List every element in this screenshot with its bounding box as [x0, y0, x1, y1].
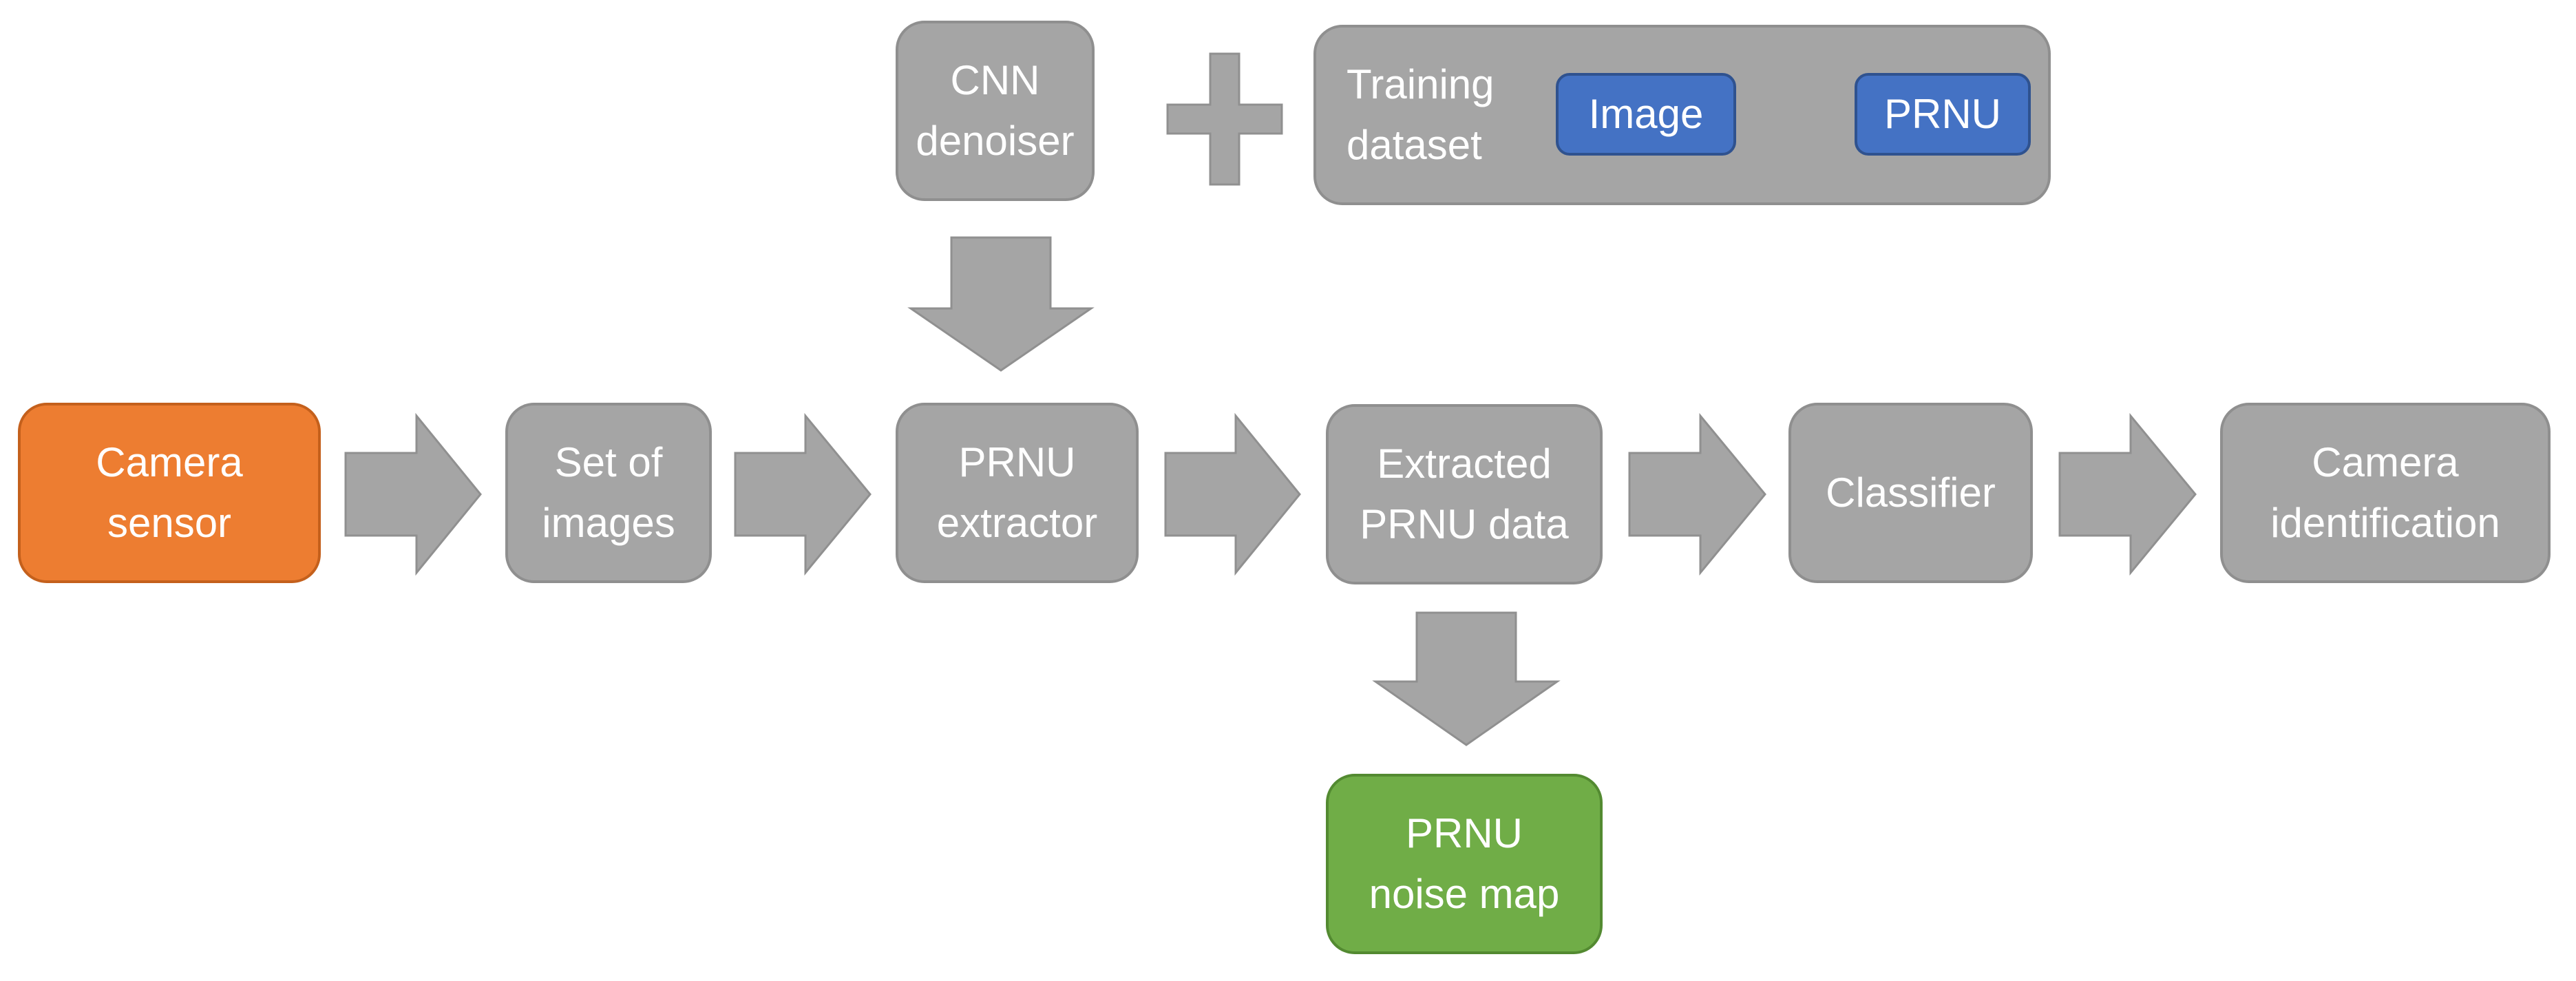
set-of-images-box: Set of images: [505, 403, 712, 583]
extracted-prnu-data-box: Extracted PRNU data: [1326, 404, 1603, 584]
prnu-label: PRNU: [1883, 91, 2001, 137]
prnu-box: PRNU: [1855, 73, 2031, 156]
arrow-right-classifier-to-identification: [2058, 412, 2197, 576]
extracted-prnu-data-label: Extracted PRNU data: [1360, 441, 1569, 547]
set-of-images-label: Set of images: [542, 439, 675, 546]
prnu-extractor-label: PRNU extractor: [936, 439, 1098, 546]
cnn-denoiser-box: CNN denoiser: [896, 21, 1095, 201]
classifier-box: Classifier: [1788, 403, 2033, 583]
camera-sensor-box: Camera sensor: [18, 403, 321, 583]
arrow-down-denoiser-to-extractor: [907, 236, 1095, 372]
camera-identification-label: Camera identification: [2270, 439, 2500, 546]
classifier-label: Classifier: [1826, 470, 1996, 516]
arrow-down-data-to-noise-map: [1372, 611, 1561, 746]
camera-sensor-label: Camera sensor: [96, 439, 243, 546]
arrow-right-data-to-classifier: [1628, 412, 1766, 576]
cnn-denoiser-label: CNN denoiser: [916, 57, 1075, 164]
arrow-right-images-to-extractor: [734, 412, 872, 576]
plus-connector-gray: [1166, 52, 1283, 186]
training-dataset-label: Training dataset: [1347, 61, 1495, 168]
prnu-noise-map-label: PRNU noise map: [1369, 810, 1560, 917]
arrow-right-sensor-to-images: [344, 412, 482, 576]
image-label: Image: [1588, 91, 1704, 137]
image-box: Image: [1556, 73, 1736, 156]
prnu-extractor-box: PRNU extractor: [896, 403, 1139, 583]
camera-identification-box: Camera identification: [2220, 403, 2551, 583]
prnu-noise-map-box: PRNU noise map: [1326, 774, 1603, 954]
arrow-right-extractor-to-data: [1164, 412, 1301, 576]
